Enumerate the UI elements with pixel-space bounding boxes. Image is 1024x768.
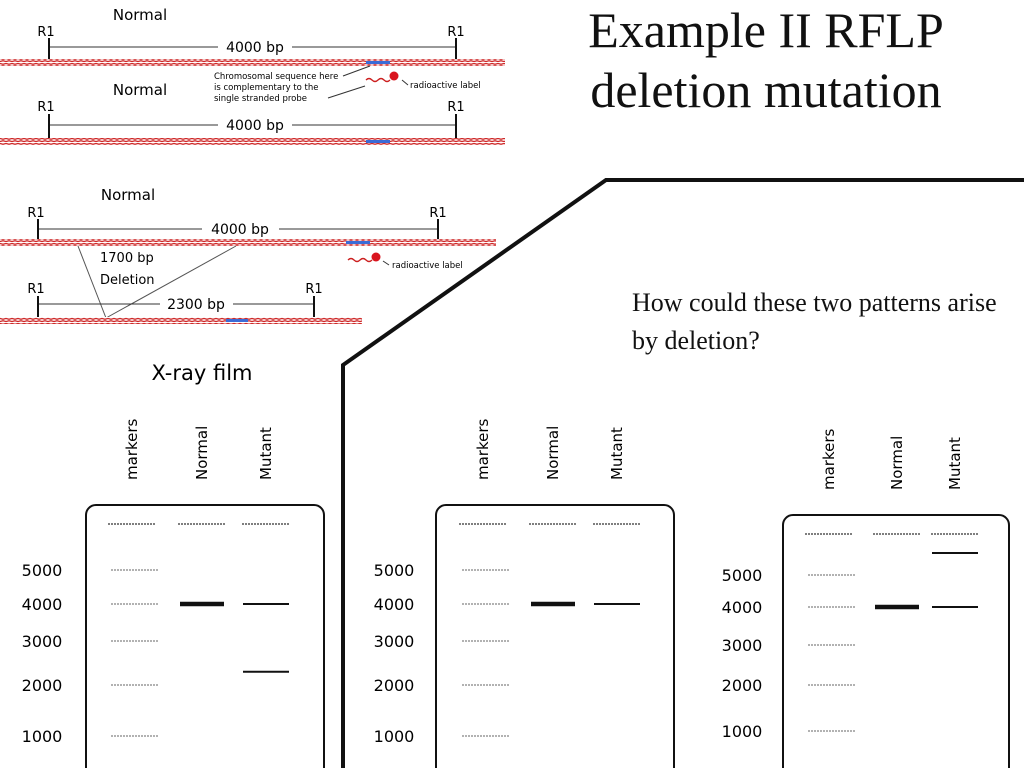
gel-3-marker-value-3000: 3000 — [722, 636, 763, 655]
gel-2-marker-value-1000: 1000 — [374, 727, 415, 746]
gel-2-lane-label-mutant: Mutant — [608, 427, 626, 480]
del-radio-pointer — [382, 260, 390, 266]
gel-1-film — [85, 504, 325, 768]
question-text: How could these two patterns arise by de… — [632, 288, 997, 355]
del-normal-label: Normal — [101, 186, 155, 204]
gel-3-marker-value-5000: 5000 — [722, 566, 763, 585]
gel-3-film — [782, 514, 1010, 768]
slide-title: Example II RFLP deletion mutation — [516, 0, 1016, 120]
title-line-1: Example II RFLP — [588, 2, 944, 58]
gel-1-lane-label-markers: markers — [123, 418, 141, 480]
del-probe-region-mutant — [226, 319, 248, 322]
gel-2: markers Normal Mutant 5000 4000 3000 2000 1000 — [374, 418, 675, 768]
del-radio-dot — [371, 252, 381, 262]
del-length-mutant: 2300 bp — [167, 297, 225, 313]
gel-1-marker-value-5000: 5000 — [22, 561, 63, 580]
del-probe-region-normal — [346, 241, 370, 244]
gel-1-marker-value-3000: 3000 — [22, 632, 63, 651]
top-probe-squiggle — [365, 77, 391, 83]
top-normal-label-2: Normal — [113, 81, 167, 99]
gel-2-lane-label-markers: markers — [474, 418, 492, 480]
del-chromosome-normal — [0, 239, 496, 246]
gel-3-marker-value-1000: 1000 — [722, 722, 763, 741]
gel-1-marker-value-2000: 2000 — [22, 676, 63, 695]
gel-3-lane-label-mutant: Mutant — [946, 437, 964, 490]
top-diagram: Normal R1 R1 4000 bp Normal R1 R1 4000 b… — [0, 6, 505, 145]
deletion-size: 1700 bp — [100, 251, 154, 266]
top-length-2: 4000 bp — [226, 118, 284, 134]
gel-1-marker-value-1000: 1000 — [22, 727, 63, 746]
gel-1-lane-label-normal: Normal — [193, 426, 211, 480]
del-r1-left-2: R1 — [27, 282, 44, 297]
gel-3-lane-label-markers: markers — [820, 428, 838, 490]
gel-3-marker-value-4000: 4000 — [722, 598, 763, 617]
top-radio-pointer — [401, 79, 409, 86]
gel-3-lane-label-normal: Normal — [888, 436, 906, 490]
top-r1-left-1: R1 — [37, 25, 54, 40]
top-r1-right-2: R1 — [447, 100, 464, 115]
del-r1-right-1: R1 — [429, 206, 446, 221]
divider-line — [341, 178, 1024, 768]
gel-2-marker-value-3000: 3000 — [374, 632, 415, 651]
gel-1-lane-label-mutant: Mutant — [257, 427, 275, 480]
del-r1-right-2: R1 — [305, 282, 322, 297]
xray-title: X-ray film — [151, 361, 252, 385]
gel-3: markers Normal Mutant 5000 4000 3000 2000 1000 — [722, 428, 1010, 768]
deletion-guide-left — [77, 245, 107, 319]
probe-note-line-3: single stranded probe — [214, 94, 307, 104]
probe-pointer-2 — [327, 85, 366, 99]
probe-pointer-1 — [342, 65, 371, 77]
gel-2-lane-label-normal: Normal — [544, 426, 562, 480]
gel-1: markers Normal Mutant 5000 4000 3000 2000 1000 — [22, 418, 325, 768]
top-length-1: 4000 bp — [226, 40, 284, 56]
top-chromosome-1 — [0, 59, 505, 66]
del-length-normal: 4000 bp — [211, 222, 269, 238]
del-r1-left-1: R1 — [27, 206, 44, 221]
gel-1-marker-value-4000: 4000 — [22, 595, 63, 614]
top-radio-dot — [389, 71, 399, 81]
gel-2-marker-value-2000: 2000 — [374, 676, 415, 695]
del-probe-squiggle — [347, 257, 373, 263]
top-radio-label: radioactive label — [410, 81, 481, 91]
top-normal-label-1: Normal — [113, 6, 167, 24]
top-probe-region-2 — [366, 140, 390, 143]
deletion-guide-right — [105, 245, 237, 319]
gel-2-marker-value-5000: 5000 — [374, 561, 415, 580]
deletion-word: Deletion — [100, 273, 155, 288]
del-chromosome-mutant — [0, 317, 362, 324]
top-r1-right-1: R1 — [447, 25, 464, 40]
top-r1-left-2: R1 — [37, 100, 54, 115]
top-probe-region-1 — [366, 61, 390, 64]
gel-3-marker-value-2000: 2000 — [722, 676, 763, 695]
probe-note-line-2: is complementary to the — [214, 83, 318, 93]
title-line-2: deletion mutation — [590, 62, 942, 118]
probe-note-line-1: Chromosomal sequence here — [214, 72, 338, 82]
del-radio-label: radioactive label — [392, 261, 463, 271]
gel-2-marker-value-4000: 4000 — [374, 595, 415, 614]
top-chromosome-2 — [0, 138, 505, 145]
gel-2-film — [435, 504, 675, 768]
deletion-diagram: Normal R1 R1 4000 bp 1700 bp Deletion ra… — [0, 186, 496, 324]
